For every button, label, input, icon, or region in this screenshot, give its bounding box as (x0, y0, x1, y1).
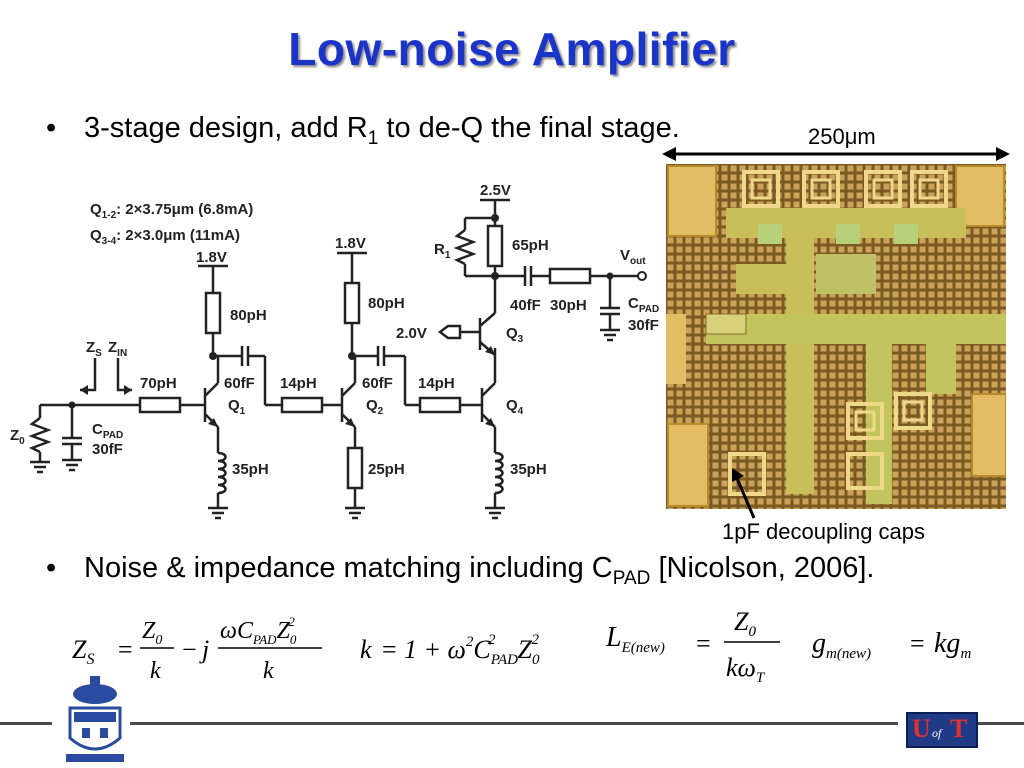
eq-zs-den: k (150, 658, 161, 684)
chip-width-label: 250μm (808, 124, 876, 149)
bullet-1-text: 3-stage design, add R (84, 112, 368, 144)
uoft-logo-of: of (932, 726, 942, 740)
inductor-80b-label: 80pH (368, 295, 405, 312)
eq-gm-lhs: gm(new) (812, 628, 871, 662)
q4-label: Q4 (506, 397, 524, 417)
lna-schematic: Q1-2: 2×3.75μm (6.8mA) Q3-4: 2×3.0μm (11… (10, 182, 659, 520)
legend-q12: Q1-2: 2×3.75μm (6.8mA) (90, 201, 253, 221)
slide-title: Low-noise Amplifier (288, 23, 736, 75)
uoft-logo: U of T (906, 712, 978, 748)
eq-zs-j: j (199, 635, 209, 664)
inductor-14b-label: 14pH (418, 375, 455, 392)
r1-label: R1 (434, 241, 451, 261)
svg-text:=: = (910, 629, 925, 658)
inductor-35a-label: 35pH (232, 461, 269, 478)
uoft-logo-t: T (950, 714, 968, 743)
supply-3-label: 2.5V (480, 182, 511, 199)
footer-rule-right (978, 722, 1024, 725)
footer-rule-middle (130, 722, 898, 725)
eq-k-lhs: k (360, 635, 372, 664)
eq-le-num: Z0 (734, 607, 756, 640)
equations: ZS = Z0 k − j ωCPADZ02 k k = 1 + ω2CPAD2… (72, 607, 971, 686)
supply-1-label: 1.8V (196, 249, 227, 266)
vout-label: Vout (620, 247, 646, 267)
q1-label: Q1 (228, 397, 246, 417)
svg-text:=: = (118, 635, 133, 664)
cpad-out-value: 30fF (628, 317, 659, 334)
bullet-1-text-after: to de-Q the final stage. (378, 112, 680, 144)
eq-zs-lhs: ZS (72, 635, 94, 668)
svg-text:=: = (382, 635, 397, 664)
eq-zs-den2: k (263, 658, 274, 684)
bullet-glyph: • (46, 112, 57, 144)
z0-label: Z0 (10, 427, 25, 447)
chip-caption: 1pF decoupling caps (722, 519, 926, 544)
eq-le-lhs: LE(new) (605, 622, 665, 656)
q2-label: Q2 (366, 397, 384, 417)
inductor-25-label: 25pH (368, 461, 405, 478)
zs-label: ZS (86, 339, 102, 359)
inductor-30-label: 30pH (550, 297, 587, 314)
svg-text:=: = (696, 629, 711, 658)
cap-60b-label: 60fF (362, 375, 393, 392)
caption-arrow (732, 468, 756, 519)
inductor-65-label: 65pH (512, 237, 549, 254)
eq-le-den: kωT (726, 653, 766, 686)
eq-zs-num2: ωCPADZ02 (220, 614, 297, 647)
bias-label: 2.0V (396, 325, 427, 342)
uoft-logo-u: U (912, 714, 931, 743)
inductor-14a-label: 14pH (280, 375, 317, 392)
university-crest-icon (66, 676, 124, 762)
footer-rule-left (0, 722, 52, 725)
cpad-in-label: CPAD (92, 421, 123, 441)
supply-2-label: 1.8V (335, 235, 366, 252)
cap-60a-label: 60fF (224, 375, 255, 392)
bullet-2-sub: PAD (612, 567, 651, 589)
legend-q34: Q3-4: 2×3.0μm (11mA) (90, 227, 240, 247)
cap-40-label: 40fF (510, 297, 541, 314)
chip-width-arrow (662, 147, 1010, 161)
cpad-out-label: CPAD (628, 295, 659, 315)
q3-label: Q3 (506, 325, 524, 345)
bullet-glyph: • (46, 552, 57, 584)
bullet-2: • Noise & impedance matching including C… (46, 552, 875, 590)
svg-text:−: − (182, 635, 197, 664)
bullet-2-text: Noise & impedance matching including C (84, 552, 613, 584)
bullet-1: • 3-stage design, add R1 to de-Q the fin… (46, 112, 680, 150)
inductor-70-label: 70pH (140, 375, 177, 392)
bullet-2-text-after: [Nicolson, 2006]. (650, 552, 875, 584)
chip-micrograph (666, 164, 1006, 509)
inductor-80a-label: 80pH (230, 307, 267, 324)
cpad-in-value: 30fF (92, 441, 123, 458)
eq-gm-rhs: kgm (934, 628, 971, 662)
inductor-35b-label: 35pH (510, 461, 547, 478)
eq-zs-num1: Z0 (142, 618, 162, 648)
zin-label: ZIN (108, 339, 127, 359)
bullet-1-sub: 1 (367, 127, 379, 149)
